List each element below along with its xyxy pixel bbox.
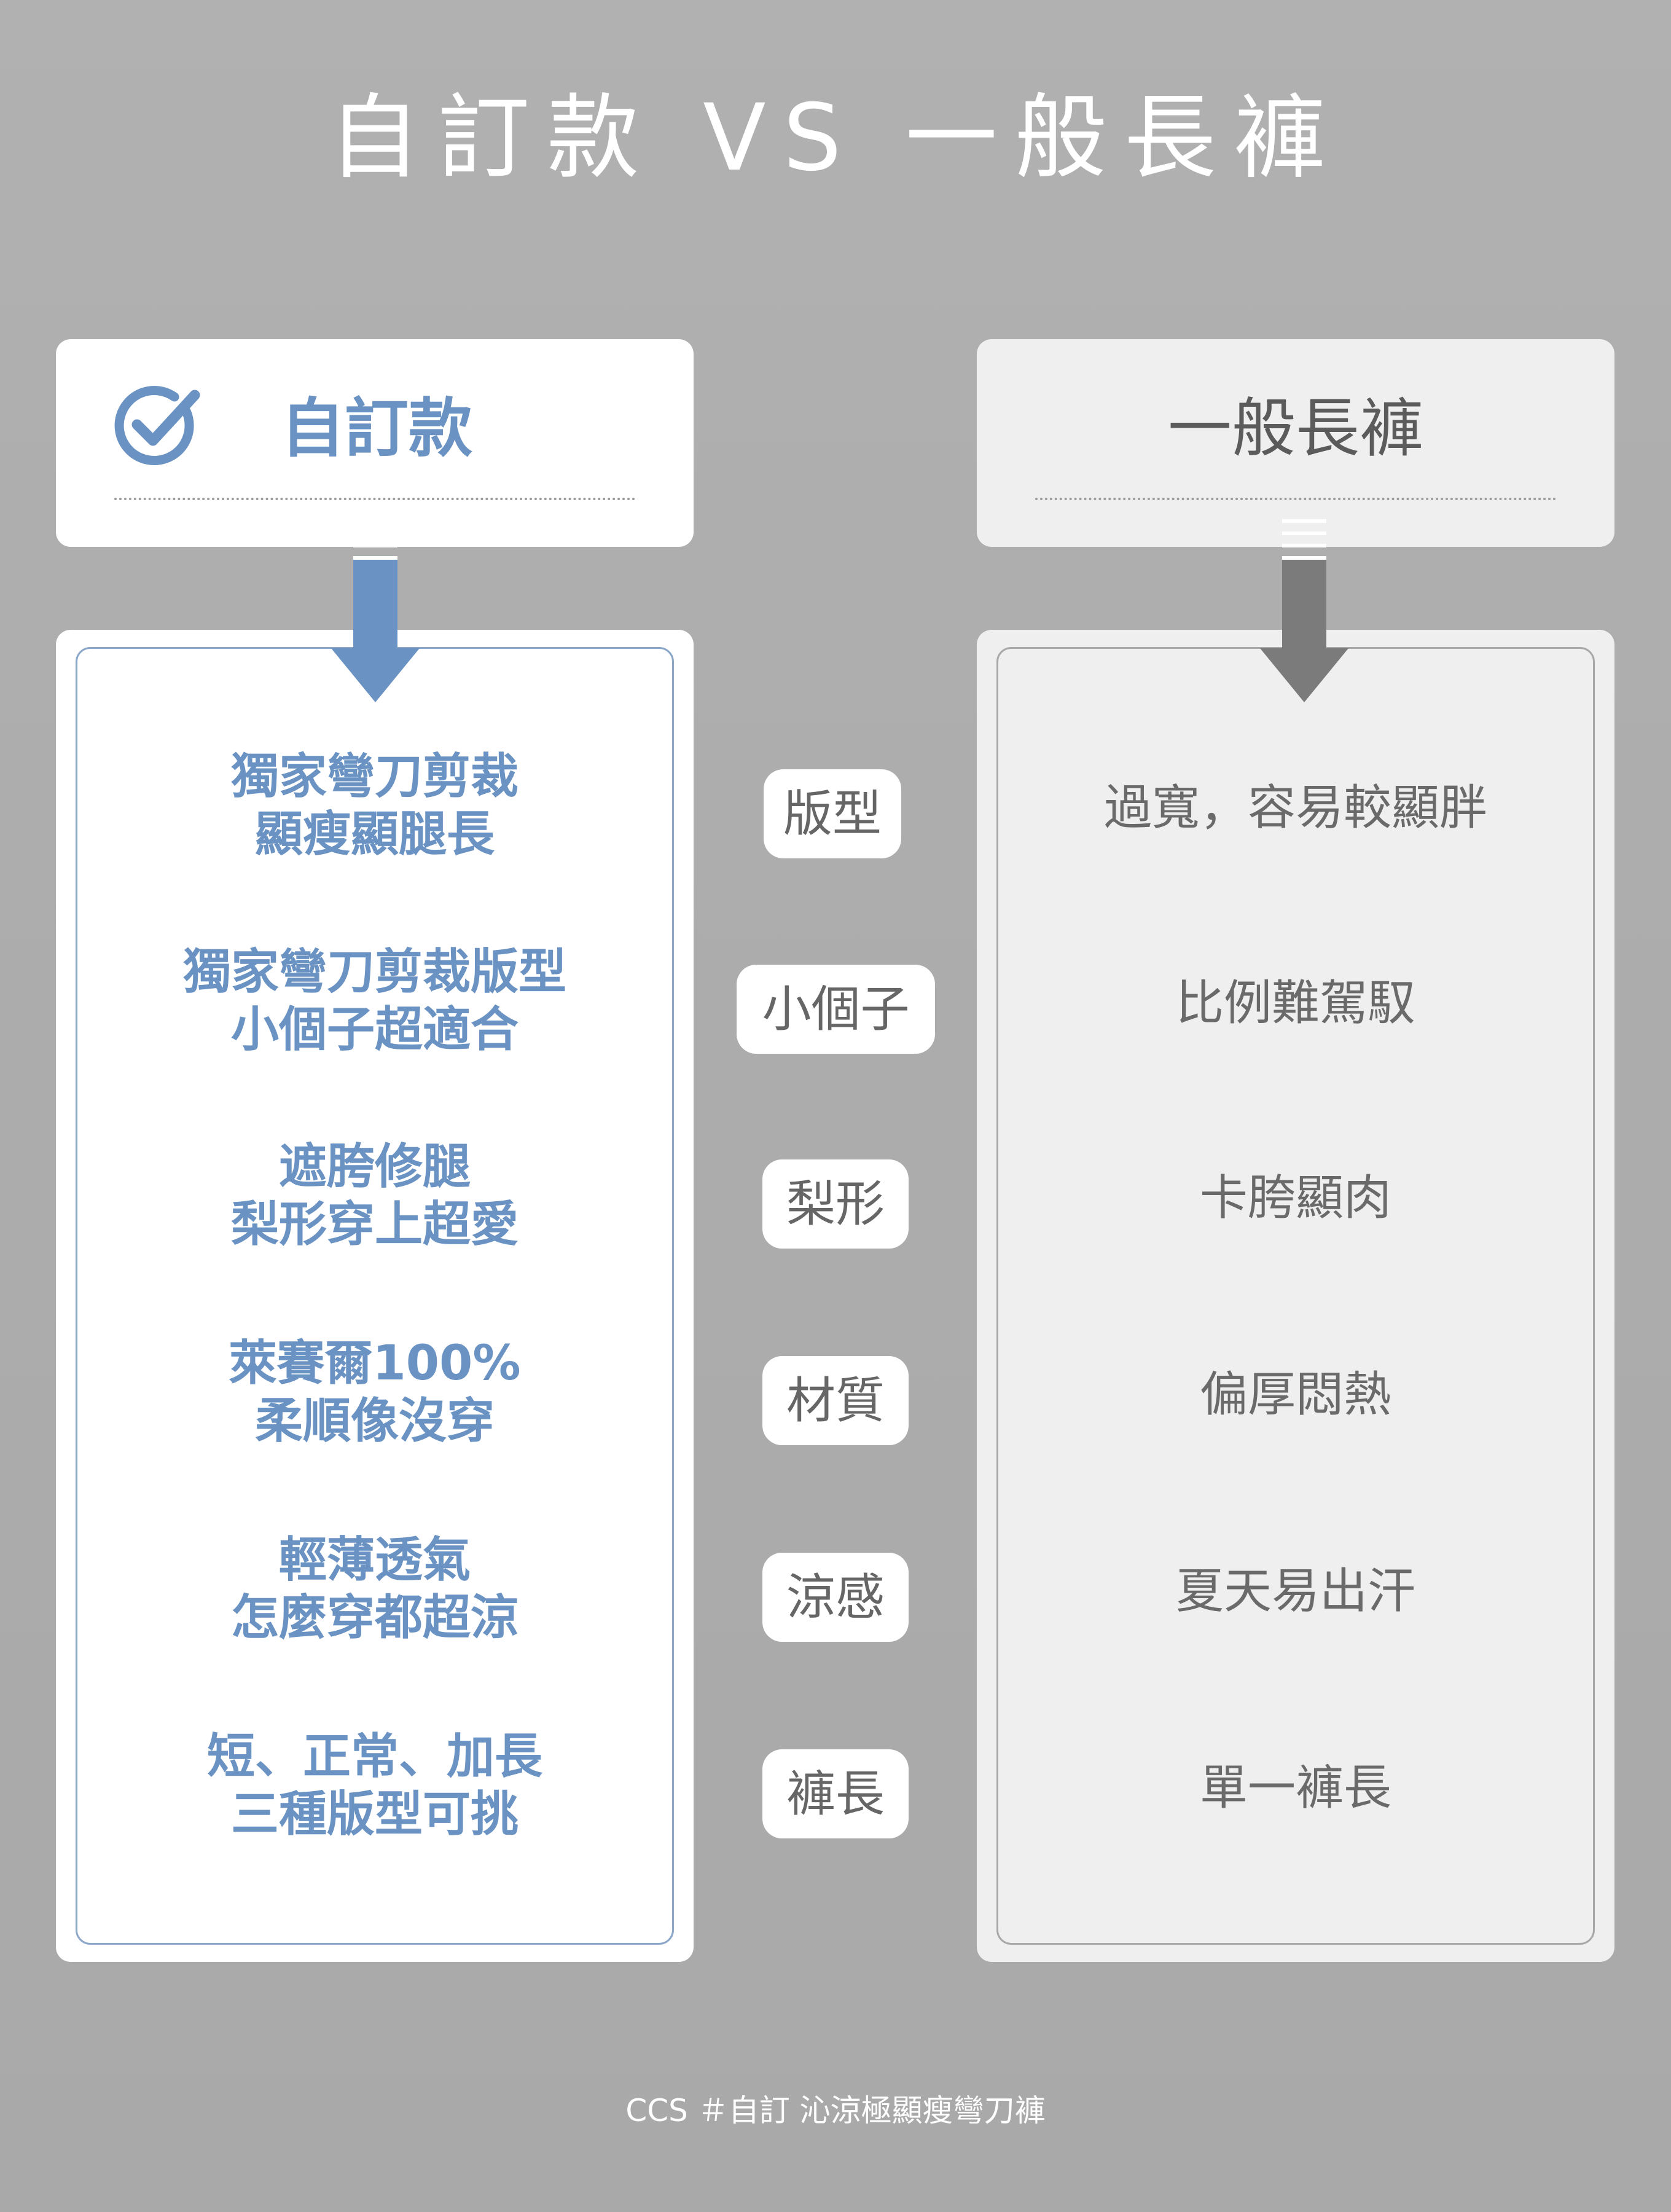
category-pill: 梨形 [762, 1159, 909, 1249]
custom-feature-line: 梨形穿上超愛 [230, 1197, 519, 1252]
page-title: 自訂款 VS 一般長褲 [328, 85, 1343, 192]
custom-feature: 短、正常、加長 三種版型可挑 [76, 1728, 674, 1843]
footer-caption: CCS ＃自訂 沁涼極顯瘦彎刀褲 [625, 2093, 1046, 2128]
custom-feature-line: 柔順像沒穿 [254, 1394, 495, 1449]
custom-feature-line: 獨家彎刀剪裁版型 [182, 944, 566, 1000]
custom-feature-line: 怎麼穿都超涼 [230, 1590, 519, 1645]
comparison-row: 輕薄透氣 怎麼穿都超涼 涼感 夏天易出汗 [0, 1531, 1671, 1645]
regular-feature: 夏天易出汗 [1175, 1564, 1415, 1619]
custom-feature: 獨家彎刀剪裁 顯瘦顯腿長 [76, 748, 674, 863]
header-divider [1035, 498, 1556, 500]
category-pill: 小個子 [737, 965, 935, 1054]
check-circle-icon [114, 386, 200, 465]
custom-feature: 萊賽爾100% 柔順像沒穿 [76, 1335, 674, 1450]
custom-feature-line: 獨家彎刀剪裁 [230, 749, 519, 804]
custom-feature-line: 顯瘦顯腿長 [254, 807, 495, 862]
custom-header-label: 自訂款 [281, 391, 473, 466]
regular-panel [977, 630, 1614, 1962]
custom-feature-line: 短、正常、加長 [206, 1729, 542, 1784]
header-divider [114, 498, 635, 500]
arrow-down-icon [331, 519, 420, 702]
comparison-row: 萊賽爾100% 柔順像沒穿 材質 偏厚悶熱 [0, 1335, 1671, 1449]
custom-feature-line: 輕薄透氣 [278, 1532, 471, 1588]
custom-header: 自訂款 [56, 339, 694, 547]
custom-feature-line: 萊賽爾100% [229, 1336, 521, 1391]
arrow-down-icon [1260, 519, 1348, 702]
regular-feature: 偏厚悶熱 [1199, 1367, 1391, 1422]
comparison-row: 獨家彎刀剪裁版型 小個子超適合 小個子 比例難駕馭 [0, 943, 1671, 1057]
regular-feature: 卡胯顯肉 [1199, 1171, 1391, 1226]
category-pill: 材質 [762, 1356, 909, 1445]
comparison-row: 短、正常、加長 三種版型可挑 褲長 單一褲長 [0, 1728, 1671, 1842]
custom-feature-line: 小個子超適合 [230, 1002, 519, 1057]
category-pill: 版型 [764, 769, 901, 858]
regular-feature: 過寬，容易較顯胖 [1103, 780, 1487, 836]
comparison-row: 獨家彎刀剪裁 顯瘦顯腿長 版型 過寬，容易較顯胖 [0, 748, 1671, 862]
custom-feature: 輕薄透氣 怎麼穿都超涼 [76, 1531, 674, 1647]
regular-header: 一般長褲 [977, 339, 1614, 547]
custom-feature-line: 遮胯修腿 [278, 1139, 471, 1194]
custom-feature: 獨家彎刀剪裁版型 小個子超適合 [76, 943, 674, 1059]
custom-panel [56, 630, 694, 1962]
custom-feature: 遮胯修腿 梨形穿上超愛 [76, 1138, 674, 1253]
category-pill: 涼感 [762, 1553, 909, 1642]
custom-feature-line: 三種版型可挑 [230, 1787, 519, 1842]
category-pill: 褲長 [762, 1749, 909, 1838]
regular-feature: 單一褲長 [1199, 1760, 1391, 1816]
regular-feature: 比例難駕馭 [1175, 976, 1415, 1031]
comparison-row: 遮胯修腿 梨形穿上超愛 梨形 卡胯顯肉 [0, 1138, 1671, 1252]
regular-header-label: 一般長褲 [1167, 391, 1423, 466]
